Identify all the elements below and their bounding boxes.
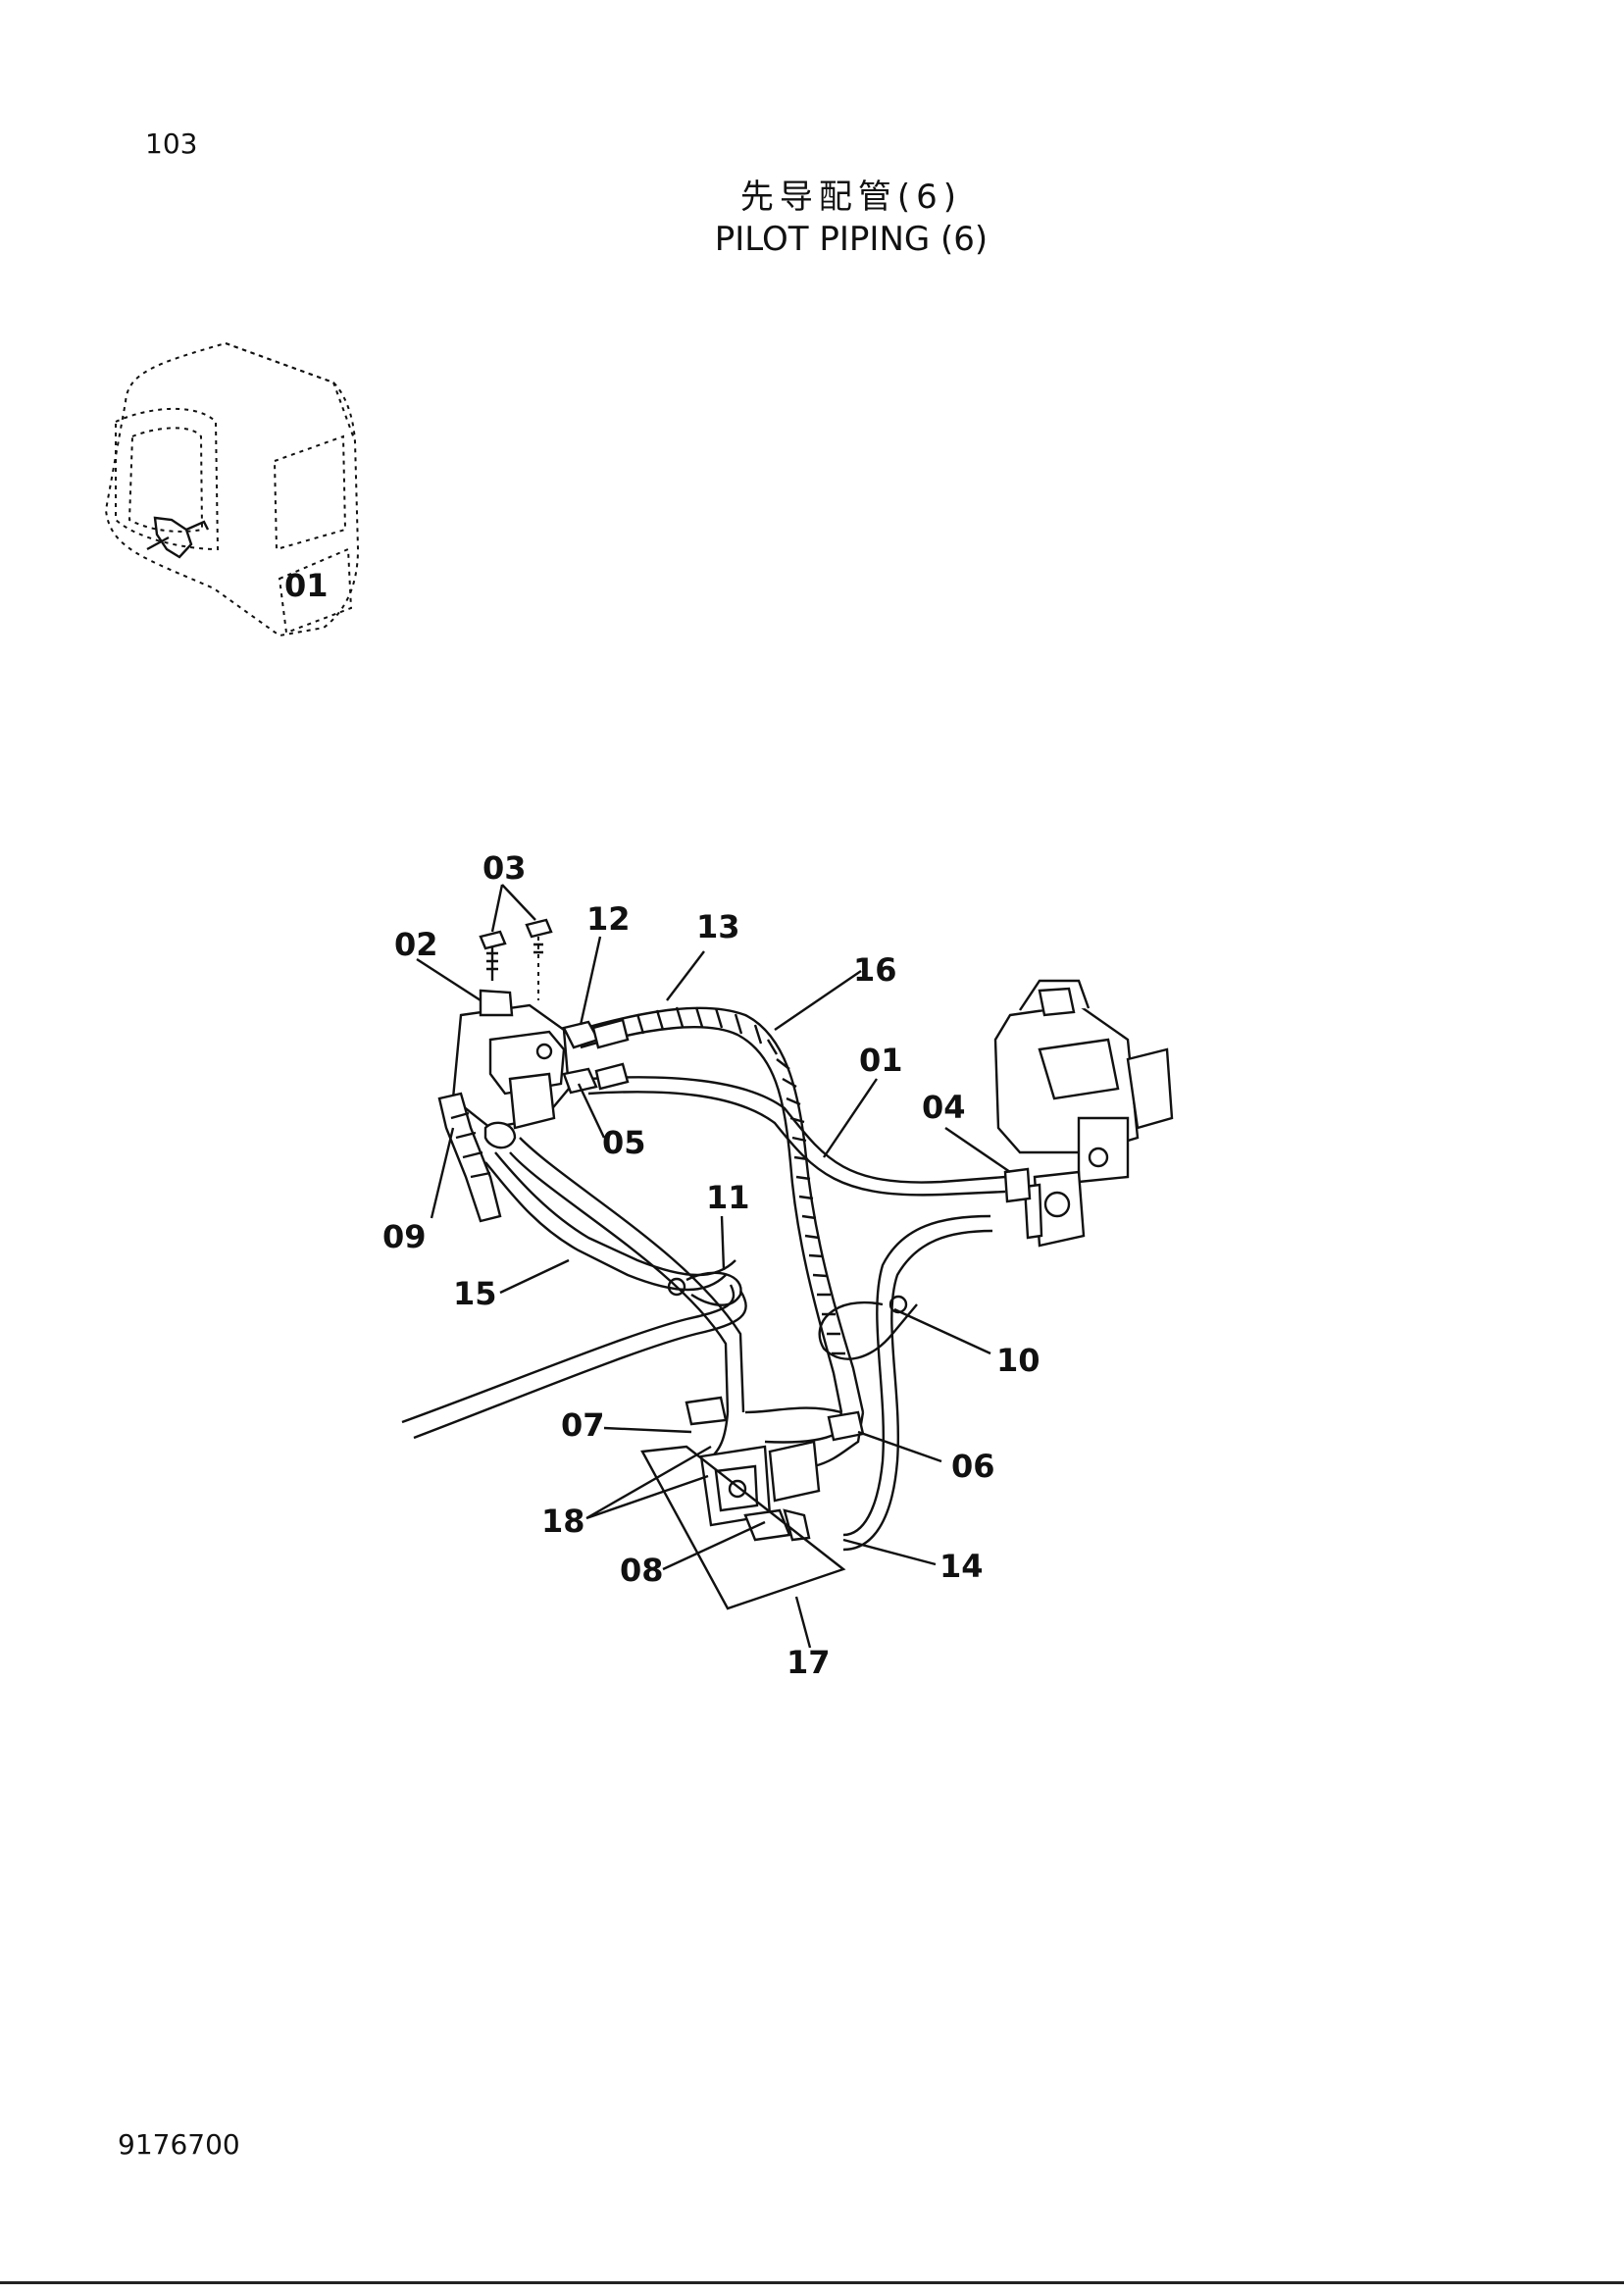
callout-17: 17 [787,1644,831,1681]
callout-16: 16 [853,951,897,989]
callout-04: 04 [922,1089,966,1126]
page-number: 103 [145,128,198,160]
callout-11: 11 [706,1179,750,1216]
title-chinese: 先导配管(6) [739,178,963,217]
callout-08: 08 [620,1552,664,1589]
callout-12: 12 [586,900,631,938]
callout-labels: 03 12 13 16 02 01 04 05 09 11 15 10 07 0… [382,849,1040,1681]
right-valve [993,979,1174,1248]
bottom-valve [640,1396,865,1610]
callout-07: 07 [561,1406,605,1444]
callout-14: 14 [939,1548,984,1585]
cab-locator-illustration: 01 [104,341,360,638]
callout-02: 02 [394,926,438,963]
callout-15: 15 [453,1275,497,1312]
piping-assembly [401,918,1174,1610]
callout-05: 05 [602,1124,646,1161]
callout-13: 13 [696,908,740,945]
title-english: PILOT PIPING (6) [714,220,989,259]
callout-10: 10 [996,1342,1040,1379]
callout-06: 06 [951,1448,995,1485]
leader-lines [416,884,1011,1649]
callout-09: 09 [382,1218,427,1255]
pilot-valve-block [437,918,600,1223]
cab-locator-label: 01 [284,567,329,604]
callout-03: 03 [482,849,527,887]
document-code: 9176700 [118,2128,240,2161]
bottom-rule [0,2281,1624,2284]
callout-18: 18 [541,1503,585,1540]
callout-01: 01 [859,1042,903,1079]
